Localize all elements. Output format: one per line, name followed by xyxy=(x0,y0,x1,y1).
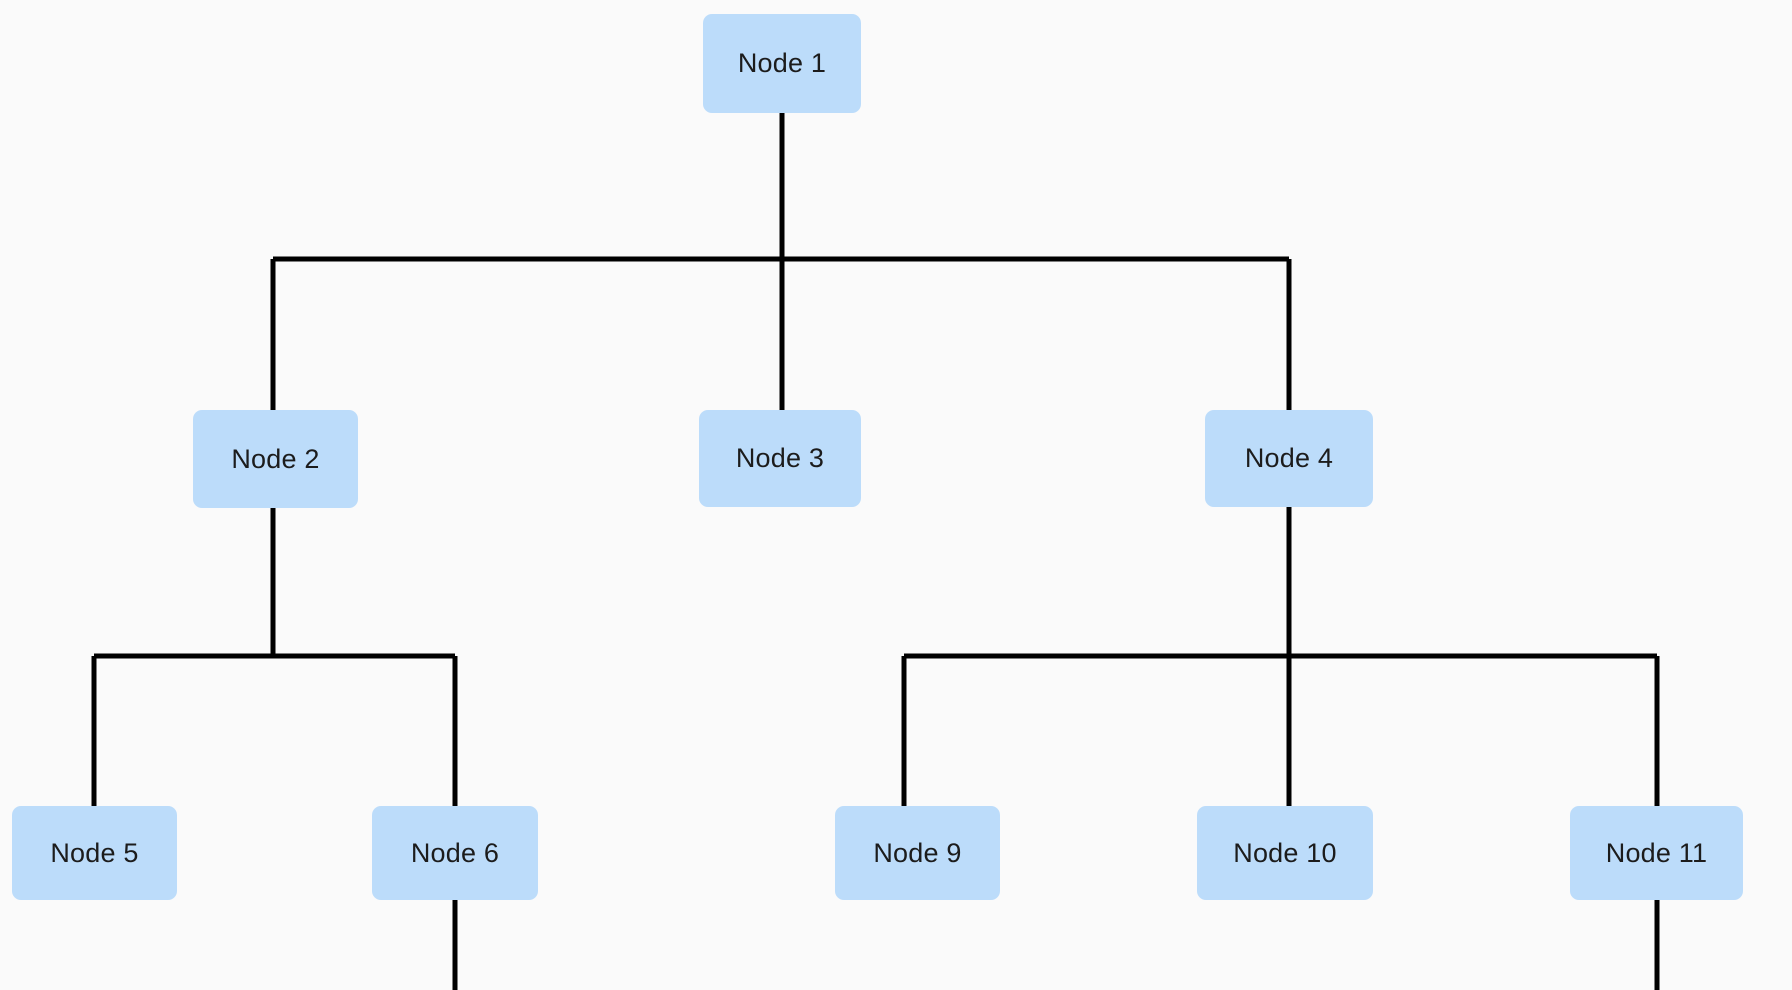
tree-node-5[interactable]: Node 5 xyxy=(12,806,177,900)
tree-node-6[interactable]: Node 6 xyxy=(372,806,538,900)
tree-node-1[interactable]: Node 1 xyxy=(703,14,861,113)
tree-node-9[interactable]: Node 9 xyxy=(835,806,1000,900)
tree-node-label: Node 3 xyxy=(735,443,825,473)
tree-node-label: Node 2 xyxy=(231,443,320,474)
tree-node-label: Node 1 xyxy=(737,48,827,78)
tree-node-4[interactable]: Node 4 xyxy=(1205,410,1373,507)
tree-node-label: Node 11 xyxy=(1605,837,1708,868)
tree-node-label: Node 5 xyxy=(50,837,139,868)
tree-node-label: Node 4 xyxy=(1244,443,1334,473)
tree-node-10[interactable]: Node 10 xyxy=(1197,806,1373,900)
tree-node-label: Node 6 xyxy=(410,837,500,868)
tree-node-3[interactable]: Node 3 xyxy=(699,410,861,507)
tree-node-label: Node 9 xyxy=(873,837,962,868)
tree-node-2[interactable]: Node 2 xyxy=(193,410,358,508)
tree-node-label: Node 10 xyxy=(1233,837,1337,868)
tree-node-11[interactable]: Node 11 xyxy=(1570,806,1743,900)
